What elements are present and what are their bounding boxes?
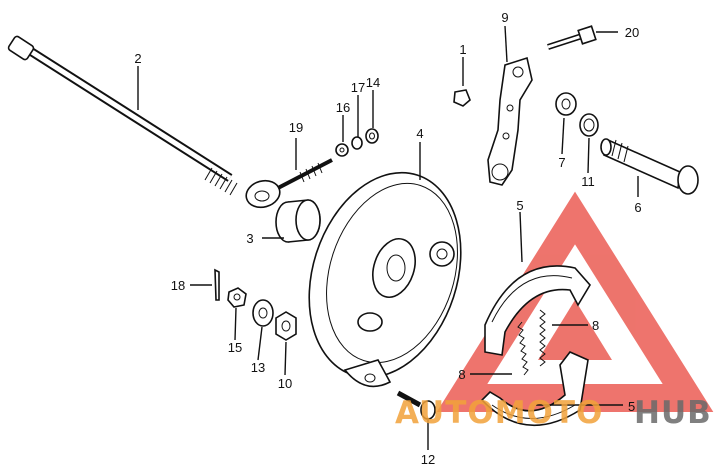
label-part-19: 19 (289, 120, 303, 135)
label-part-18: 18 (171, 278, 185, 293)
label-part-12: 12 (421, 452, 435, 467)
axle-thread (204, 167, 238, 196)
label-part-8-right: 8 (592, 318, 599, 333)
label-part-2: 2 (134, 51, 141, 66)
label-part-3: 3 (246, 231, 253, 246)
label-part-15: 15 (228, 340, 242, 355)
nut-10 (275, 311, 297, 341)
label-part-5-upper: 5 (516, 198, 523, 213)
indicator-plate (555, 92, 577, 116)
washer-17 (351, 136, 363, 150)
brake-stay-bolt (245, 158, 333, 209)
axle (7, 35, 238, 196)
label-part-8-left: 8 (458, 367, 465, 382)
felt-seal (579, 113, 599, 137)
watermark-logo: AUTOMOTO HUB (395, 395, 712, 431)
nut-15 (227, 287, 247, 308)
label-part-11: 11 (581, 174, 595, 189)
label-part-1: 1 (459, 42, 466, 57)
label-part-9: 9 (501, 10, 508, 25)
washer-16 (335, 143, 349, 157)
label-part-6: 6 (634, 200, 641, 215)
spacer-collar (275, 199, 321, 243)
label-part-7: 7 (558, 155, 565, 170)
label-part-5-lower: 5 (628, 399, 635, 414)
label-part-20: 20 (625, 25, 639, 40)
label-part-17: 17 (351, 80, 365, 95)
label-part-4: 4 (416, 126, 423, 141)
brake-spring-a (539, 309, 546, 367)
label-part-13: 13 (251, 360, 265, 375)
washer-13 (252, 299, 274, 327)
bolt-20 (547, 25, 597, 50)
label-part-14: 14 (366, 75, 380, 90)
brake-spring-b (517, 321, 529, 376)
brake-panel (308, 171, 462, 388)
bolt-12 (396, 390, 436, 420)
brake-cam (600, 138, 699, 195)
leader-lines (137, 25, 639, 450)
watermark-text-hub: HUB (634, 395, 712, 431)
brake-shoe-lower (480, 351, 589, 427)
nut-14 (365, 128, 379, 144)
watermark-text-automoto: AUTOMOTO (395, 395, 603, 431)
label-part-10: 10 (278, 376, 292, 391)
label-part-16: 16 (336, 100, 350, 115)
brake-arm (487, 56, 533, 186)
part-number-labels: 1 2 3 4 5 5 6 7 8 8 9 10 11 12 13 14 15 … (134, 10, 641, 467)
cotter-pin (214, 268, 220, 301)
nut-1 (453, 89, 471, 107)
brake-shoe-upper (484, 265, 591, 356)
